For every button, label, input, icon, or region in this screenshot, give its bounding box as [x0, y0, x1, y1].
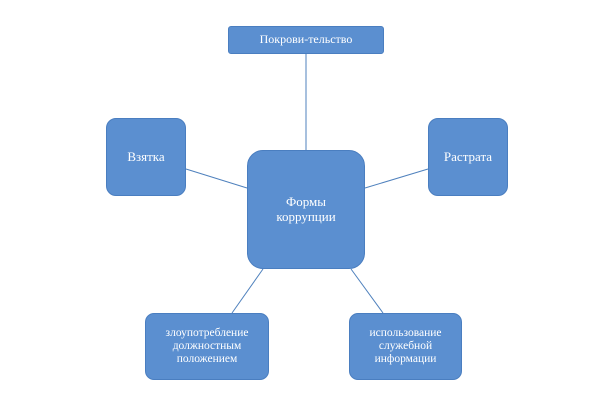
node-corruption-forms-text: Формы коррупции	[276, 193, 336, 225]
insider-label-line3: информации	[374, 353, 437, 366]
center-label-line2: коррупции	[276, 208, 336, 224]
abuse-label-line3: положением	[176, 353, 238, 366]
node-insider-information: использование служебной информации	[349, 313, 462, 380]
node-embezzlement-label: Растрата	[443, 148, 493, 164]
connector-right	[364, 168, 429, 189]
node-abuse-of-office: злоупотребление должностным положением	[145, 313, 269, 380]
connector-bottom-right	[350, 268, 384, 314]
node-embezzlement: Растрата	[428, 118, 508, 196]
node-bribe-label: Взятка	[127, 148, 165, 164]
node-insider-information-text: использование служебной информации	[369, 327, 441, 367]
connector-left	[185, 168, 248, 189]
insider-label-line1: использование	[369, 326, 442, 339]
node-corruption-forms: Формы коррупции	[247, 150, 365, 269]
node-patronage: Покрови-тельство	[228, 26, 384, 54]
center-label-line1: Формы	[285, 193, 327, 209]
abuse-label-line2: должностным	[172, 339, 242, 352]
node-patronage-label: Покрови-тельство	[259, 32, 353, 47]
abuse-label-line1: злоупотребление	[165, 326, 249, 339]
node-bribe: Взятка	[106, 118, 186, 196]
insider-label-line2: служебной	[378, 339, 433, 352]
node-abuse-of-office-text: злоупотребление должностным положением	[166, 327, 249, 367]
connector-bottom-left	[231, 268, 264, 314]
